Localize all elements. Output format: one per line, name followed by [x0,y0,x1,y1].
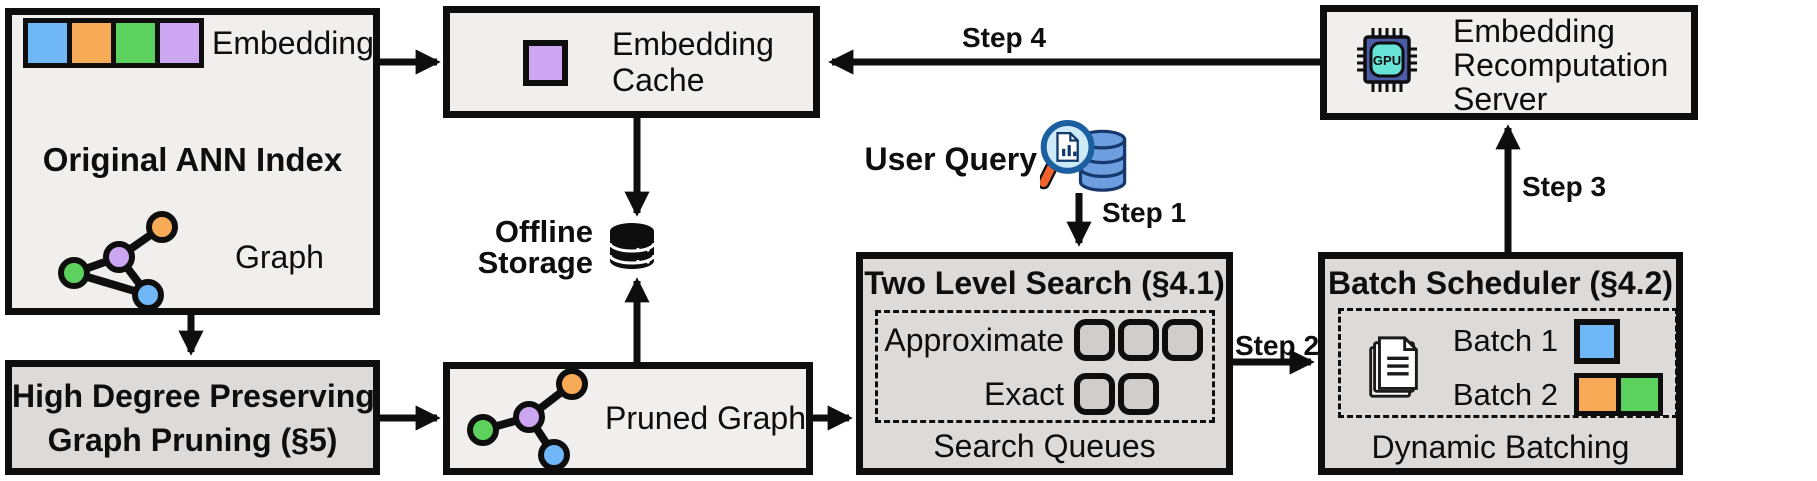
batch2-items [1574,373,1663,416]
embedding-cache-title-line2: Cache [612,62,705,98]
embedding-cell-orange [72,23,111,63]
batch2-item-green [1621,378,1658,411]
embedding-cache-title-line1: Embedding [612,26,774,62]
pruned-graph-icon [467,368,588,471]
two-level-search-box: Two Level Search (§4.1) Approximate Exac… [856,252,1233,475]
search-queue-slot [1074,373,1115,415]
batch1-item-blue [1574,319,1620,364]
graph-node-purple [103,241,135,273]
step4-label: Step 4 [961,22,1047,53]
pruned-graph-label: Pruned Graph [605,400,807,436]
server-title-line1: Embedding [1453,13,1615,49]
query-document [1056,132,1079,162]
graph-node-orange [146,211,178,243]
batch-scheduler-title: Batch Scheduler (§4.2) [1328,265,1673,301]
step3-label: Step 3 [1522,171,1607,202]
embedding-cell-blue [28,23,67,63]
embedding-cell-purple [160,23,199,63]
step1-label: Step 1 [1102,197,1187,228]
user-query-icon [1040,120,1127,192]
batched-documents-icon [1369,336,1418,398]
step2-label: Step 2 [1234,330,1320,361]
embedding-cache-title: Embedding Cache [612,26,774,98]
cached-embedding-icon [523,40,568,86]
embedding-label: Embedding [212,25,374,61]
pruned-graph-box: Pruned Graph [443,362,813,475]
server-title-line3: Server [1453,81,1548,117]
batch2-label: Batch 2 [1452,377,1558,412]
search-queue-slot [1162,319,1203,361]
recomputation-server-box: GPU Embedding Recomputation Server [1320,5,1698,120]
graph-node-green [467,414,499,446]
search-queue-slot [1118,373,1159,415]
approximate-label: Approximate [884,322,1064,358]
ann-index-title: Original ANN Index [42,141,343,178]
user-query-label: User Query [864,141,1037,177]
gpu-icon-label: GPU [1373,53,1401,68]
graph-node-blue [538,439,570,471]
search-queue-slot [1074,319,1115,361]
server-title-line2: Recomputation [1453,47,1669,83]
graph-node-blue [132,279,164,311]
dynamic-batching-footer: Dynamic Batching [1371,429,1630,465]
dynamic-batching-panel: Batch 1 Batch 2 [1338,308,1678,418]
two-level-search-title: Two Level Search (§4.1) [864,265,1225,301]
graph-node-orange [556,368,588,400]
search-queue-slot [1118,319,1159,361]
exact-label: Exact [983,376,1064,412]
search-queues-footer: Search Queues [933,428,1156,464]
batch1-label: Batch 1 [1452,323,1558,358]
batch2-item-orange [1579,378,1616,411]
graph-pruning-box: High Degree Preserving Graph Pruning (§5… [5,360,380,475]
batch-scheduler-box: Batch Scheduler (§4.2) Batch 1 Batch 2 [1318,252,1683,475]
exact-queues [1074,373,1159,415]
offline-storage-database-icon [608,223,656,269]
embedding-vector-icon [23,18,204,68]
embedding-cache-box: Embedding Cache [443,6,820,118]
search-queues-panel: Approximate Exact [875,310,1215,423]
offline-storage-label-line1: Offline [494,214,593,249]
graph-node-green [58,257,90,289]
graph-label: Graph [235,239,324,275]
graph-pruning-title-line1: High Degree Preserving [12,378,375,414]
embedding-cell-green [116,23,155,63]
offline-storage-label: Offline Storage [468,216,593,278]
graph-pruning-title-line2: Graph Pruning (§5) [47,422,338,458]
offline-storage-label-line2: Storage [477,245,593,280]
ann-graph-icon [58,211,178,311]
original-ann-index-box: Embedding Original ANN Index Graph [5,8,380,315]
graph-node-purple [513,401,545,433]
magnifier-handle [1040,162,1057,187]
gpu-chip-icon: GPU [1357,28,1417,92]
recomputation-server-title: Embedding Recomputation Server [1453,14,1668,116]
approximate-queues [1074,319,1203,361]
graph-pruning-title: High Degree Preserving Graph Pruning (§5… [12,374,375,462]
